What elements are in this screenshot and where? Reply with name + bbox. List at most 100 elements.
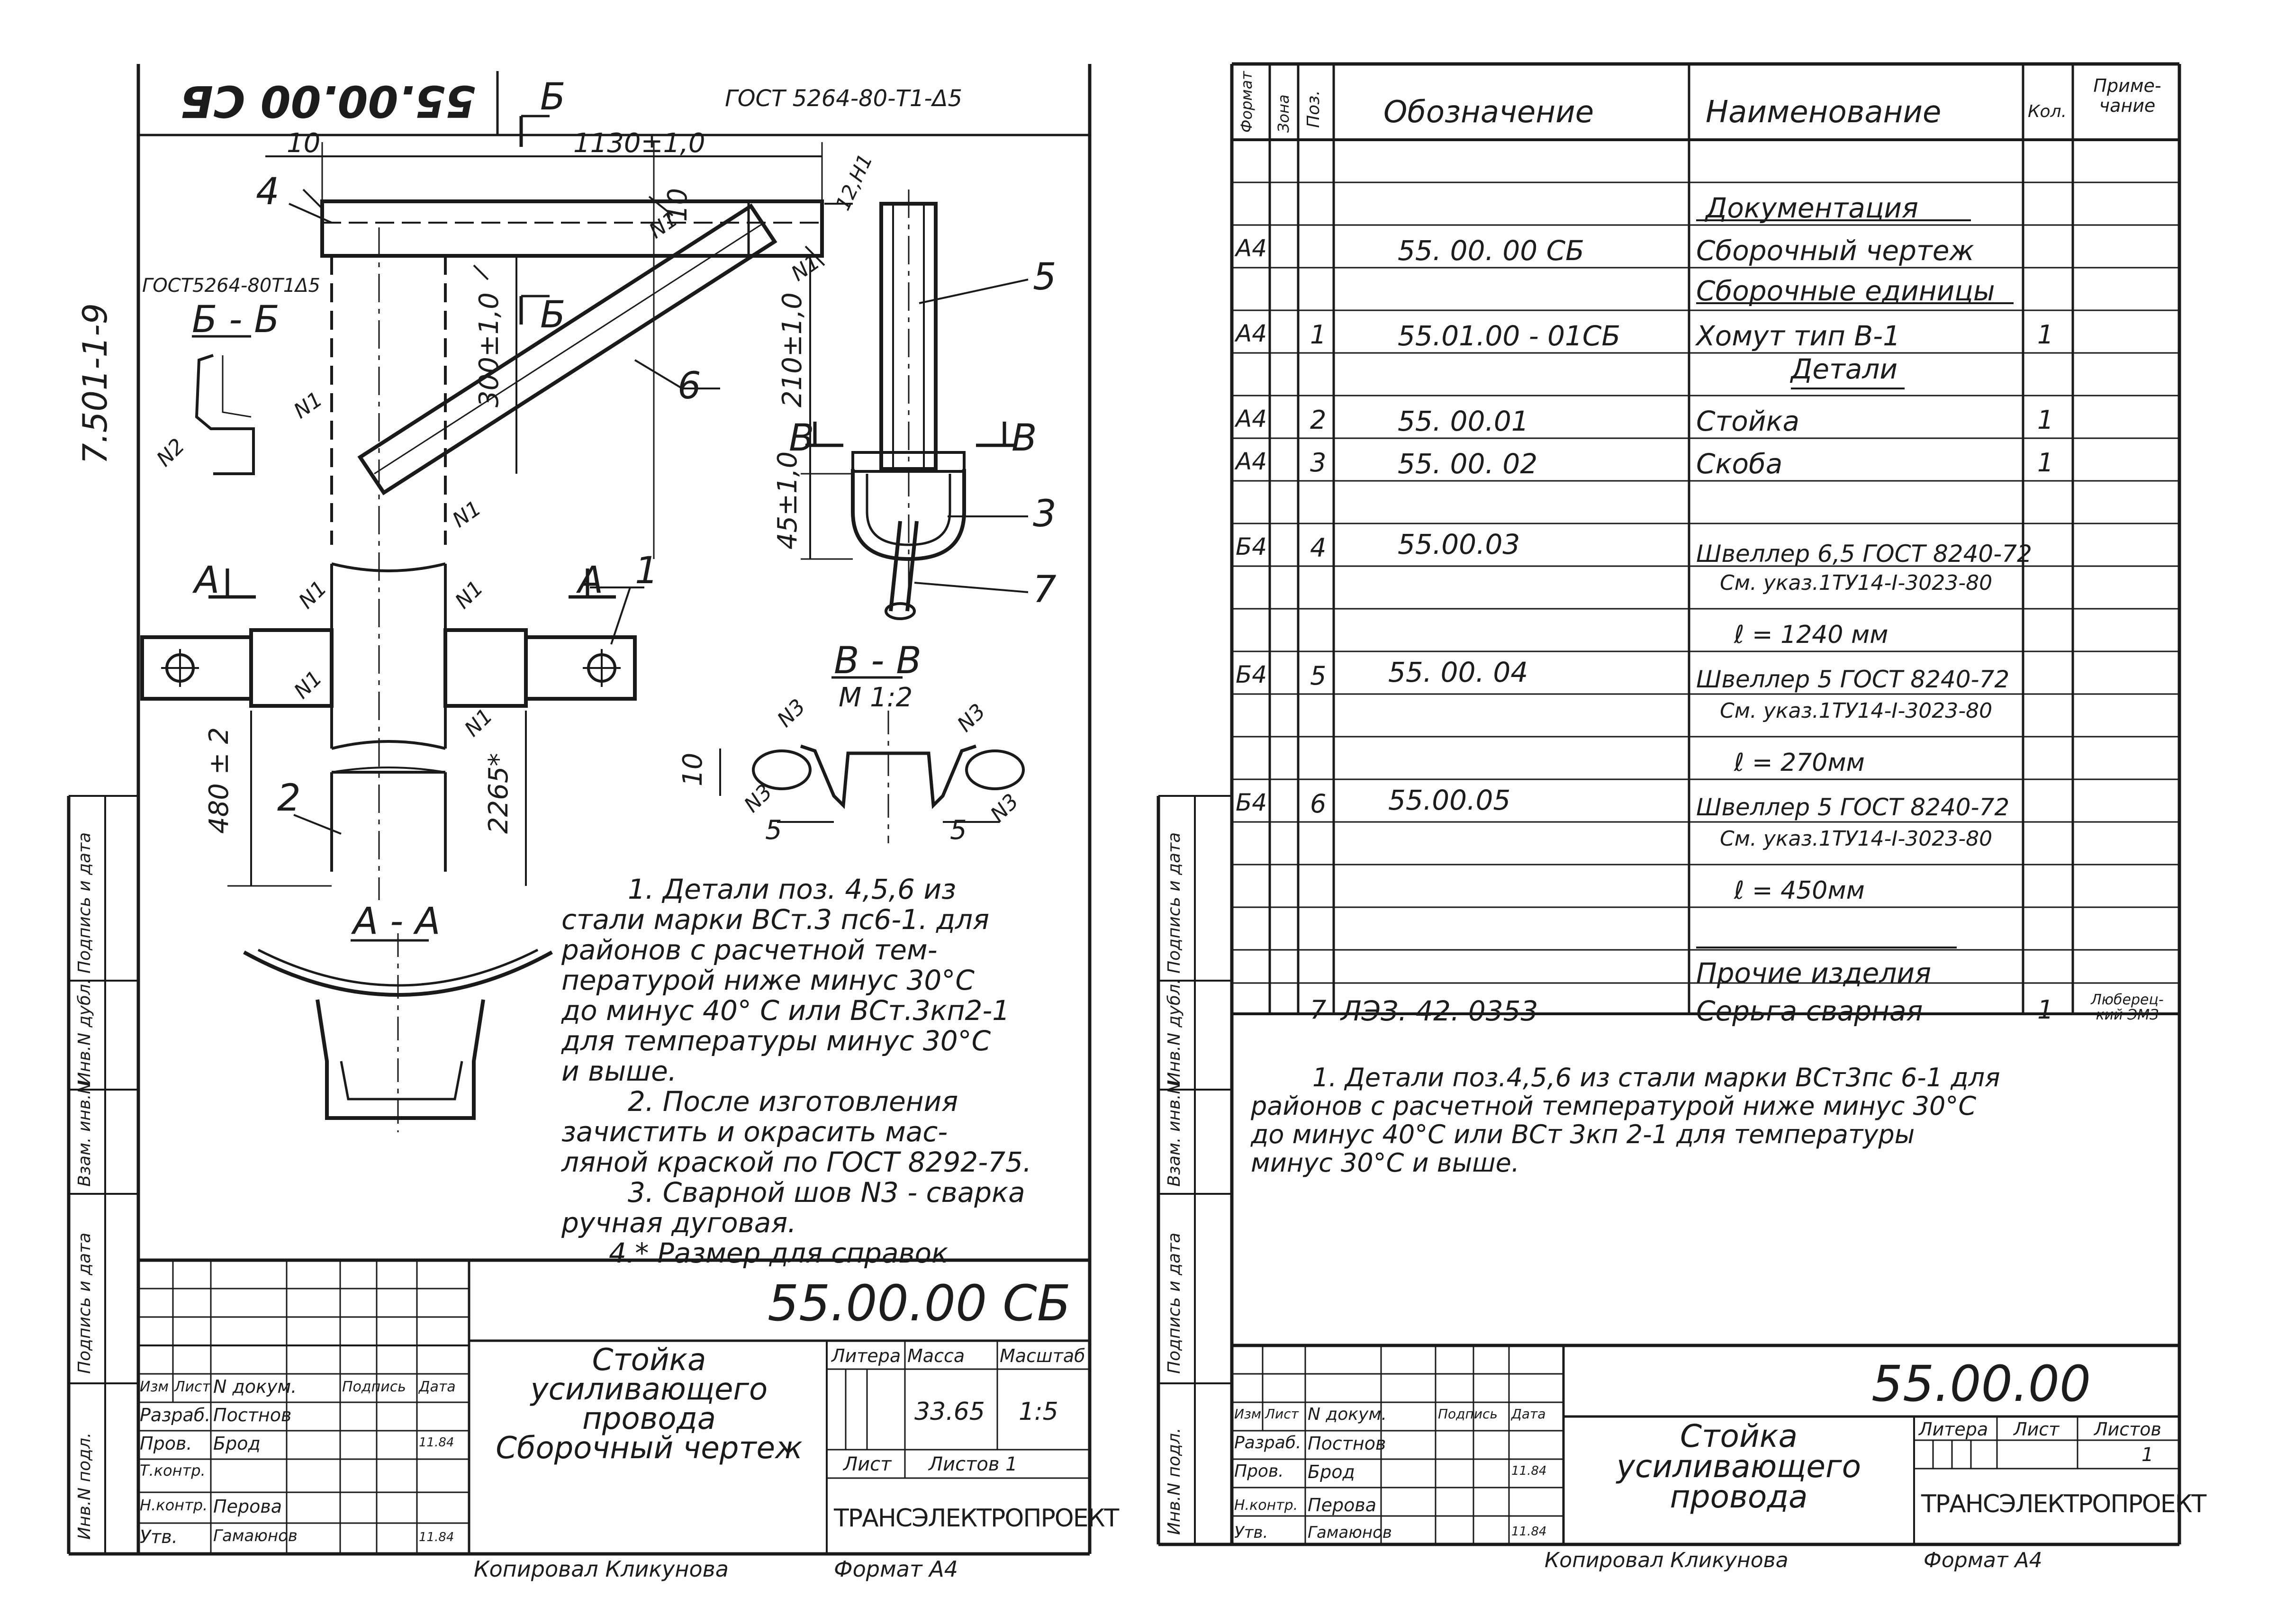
dim-2265: 2265* — [483, 753, 514, 834]
title-name-line: Сборочный чертеж — [496, 1431, 803, 1466]
spec-name: Скоба — [1696, 448, 1783, 480]
spec-pos: 4 — [1310, 533, 1327, 563]
spec-row: А4 55. 00. 00 СБ Сборочный чертеж — [1232, 225, 2179, 268]
spec-designation: 55.00.03 — [1398, 528, 1520, 560]
title-designation: 55.00.00 — [1871, 1355, 2091, 1413]
spec-format: Б4 — [1236, 533, 1267, 560]
side-label-podpis: Подпись и дата — [1165, 1232, 1184, 1374]
spec-row: См. указ.1ТУ14-I-3023-80 — [1232, 566, 2179, 609]
dim-300: 300±1,0 — [474, 292, 505, 407]
spec-row: Документация — [1232, 182, 2179, 225]
right-notes: 1. Детали поз.4,5,6 из стали марки ВСт3п… — [1251, 1064, 2151, 1177]
cut-mark-v-left: В — [789, 417, 814, 460]
spec-row — [1232, 481, 2179, 523]
dim-1130: 1130±1,0 — [573, 128, 705, 159]
dim-45: 45±1,0 — [772, 451, 803, 550]
role-nkontr: Н.контр. — [1234, 1497, 1298, 1514]
spec-row: См. указ.1ТУ14-I-3023-80 — [1232, 694, 2179, 737]
title-name-line: провода — [1670, 1479, 1808, 1515]
note-line: районов с расчетной тем- — [561, 934, 938, 966]
side-label-dubl: Инв.N дубл. — [75, 978, 94, 1085]
role-nkontr: Н.контр. — [140, 1496, 208, 1514]
spec-name: См. указ.1ТУ14-I-3023-80 — [1720, 699, 1993, 723]
side-label-dubl: Инв.N дубл. — [1165, 978, 1184, 1085]
spec-row: Б4 5 55. 00. 04 Швеллер 5 ГОСТ 8240-72 — [1232, 651, 2179, 694]
col-head-sign: Подпись — [1438, 1406, 1498, 1422]
copied-by: Копировал Кликунова — [474, 1556, 729, 1582]
note-line: 1. Детали поз. 4,5,6 из — [628, 873, 956, 905]
cut-mark-a-right: А — [578, 559, 604, 602]
side-label-vzam: Взам. инв.N — [75, 1081, 94, 1187]
note-line: районов с расчетной температурой ниже ми… — [1251, 1091, 1977, 1121]
col-head-doc: N докум. — [1308, 1405, 1387, 1424]
spec-pos: 6 — [1310, 789, 1327, 819]
position-6: 6 — [678, 365, 701, 407]
spec-name: Детали — [1791, 353, 1898, 385]
role-prov: Пров. — [1234, 1462, 1284, 1481]
dim-10-vv: 10 — [678, 752, 708, 786]
spec-head-format: Формат — [1238, 71, 1256, 133]
spec-row: Б4 6 55.00.05 Швеллер 5 ГОСТ 8240-72 — [1232, 779, 2179, 822]
head-sheet: Лист — [2014, 1419, 2060, 1440]
spec-head-name: Наименование — [1706, 95, 1942, 130]
spec-name: Прочие изделия — [1696, 957, 1931, 989]
spec-head-note: Приме-чание — [2093, 75, 2161, 116]
spec-pos: 7 — [1310, 995, 1327, 1025]
position-7: 7 — [1033, 568, 1057, 611]
spec-row — [1232, 907, 2179, 950]
spec-qty: 1 — [2037, 405, 2054, 435]
spec-designation: 55.01.00 - 01СБ — [1398, 320, 1621, 352]
note-line: 2. После изготовления — [628, 1085, 958, 1118]
section-aa-title: А - А — [353, 900, 441, 943]
date-2: 11.84 — [419, 1530, 454, 1544]
title-name: Стойка усиливающего провода — [1568, 1418, 1909, 1515]
dim-5-left: 5 — [765, 815, 782, 846]
col-head-izm: Изм — [140, 1379, 169, 1395]
spec-name: Сборочный чертеж — [1696, 235, 1974, 267]
head-litera: Литера — [1919, 1419, 1988, 1440]
spec-qty: 1 — [2037, 995, 2054, 1025]
note-line: пературой ниже минус 30°С — [561, 964, 975, 996]
spec-qty: 1 — [2037, 320, 2054, 350]
title-name: Стойка усиливающего провода Сборочный че… — [474, 1345, 824, 1463]
spec-name: Швеллер 6,5 ГОСТ 8240-72 — [1696, 540, 2032, 568]
note-line: ручная дуговая. — [561, 1207, 796, 1239]
person-perova: Перова — [213, 1496, 282, 1517]
role-razrab: Разраб. — [1234, 1433, 1301, 1453]
head-mass: Масса — [907, 1345, 965, 1366]
position-4: 4 — [256, 171, 280, 213]
format-label: Формат А4 — [834, 1556, 958, 1582]
note-line: 1. Детали поз.4,5,6 из стали марки ВСт3п… — [1312, 1063, 2000, 1092]
spec-pos: 1 — [1310, 320, 1327, 350]
spec-format: А4 — [1236, 235, 1267, 262]
role-prov: Пров. — [140, 1433, 192, 1454]
side-label-podpis-2: Подпись и дата — [1165, 832, 1184, 974]
spec-name: Хомут тип В-1 — [1696, 320, 1900, 352]
title-name-line: Стойка — [1680, 1418, 1798, 1454]
org-name: ТРАНСЭЛЕКТРОПРОЕКТ — [834, 1504, 1119, 1533]
spec-row: ℓ = 450мм — [1232, 865, 2179, 907]
person-brod: Брод — [1308, 1462, 1355, 1482]
spec-name: ℓ = 270мм — [1734, 749, 1865, 777]
spec-name: ℓ = 1240 мм — [1734, 621, 1888, 649]
dim-10-top: 10 — [287, 128, 321, 159]
spec-format: А4 — [1236, 448, 1267, 475]
dim-210: 210±1,0 — [777, 292, 808, 407]
person-postnov: Постнов — [213, 1405, 292, 1426]
note-line: стали марки ВСт.3 пс6-1. для — [561, 903, 990, 936]
title-name-line: Стойка — [592, 1343, 706, 1378]
note-line: зачистить и окрасить мас- — [561, 1116, 948, 1148]
title-name-line: провода — [582, 1401, 716, 1436]
note-line: 4.* Размер для справок — [609, 1237, 949, 1269]
col-head-list: Лист — [1265, 1406, 1299, 1422]
position-1: 1 — [635, 550, 659, 592]
spec-designation: ЛЭЗ. 42. 0353 — [1341, 995, 1538, 1027]
section-bb-title: Б - Б — [192, 298, 280, 341]
position-3: 3 — [1033, 493, 1057, 535]
gost-weld-top: ГОСТ 5264-80-Т1-Δ5 — [725, 85, 963, 112]
role-utv: Утв. — [140, 1526, 178, 1547]
cut-mark-a-left: А — [194, 559, 220, 602]
person-brod: Брод — [213, 1433, 261, 1454]
spec-name: ℓ = 450мм — [1734, 876, 1865, 905]
date-1: 11.84 — [419, 1435, 454, 1450]
